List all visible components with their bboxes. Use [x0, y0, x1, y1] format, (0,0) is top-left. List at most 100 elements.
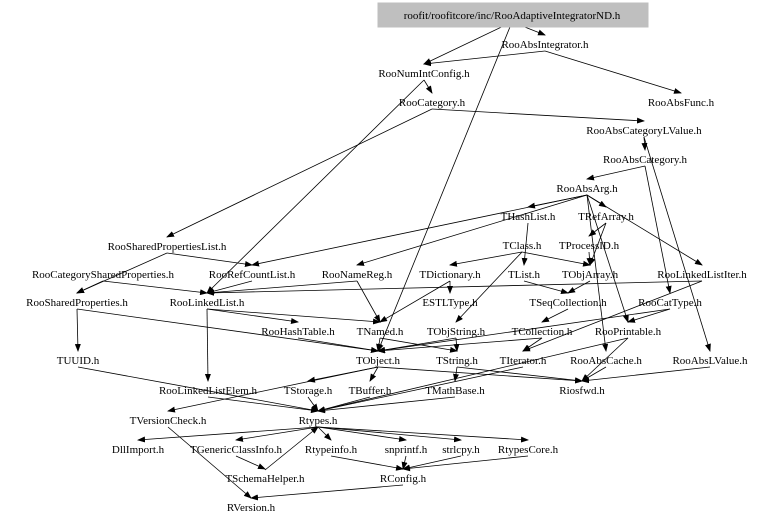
edge-RooPrintable-to-Riosfwd	[581, 337, 629, 382]
node-strlcpy[interactable]: strlcpy.h	[442, 444, 480, 456]
node-TObject[interactable]: TObject.h	[356, 355, 401, 367]
nodes: roofit/roofitcore/inc/RooAdaptiveIntegra…	[26, 10, 748, 514]
node-TVersionCheck[interactable]: TVersionCheck.h	[130, 415, 207, 427]
node-RooAbsIntegrator[interactable]: RooAbsIntegrator.h	[501, 39, 589, 51]
node-RooNameReg[interactable]: RooNameReg.h	[322, 269, 393, 281]
edge-TString-to-TMathBase	[453, 366, 459, 382]
edge-RooAbsCategoryLValue-to-RooAbsLValue	[643, 136, 711, 352]
node-ESTLType[interactable]: ESTLType.h	[422, 297, 478, 309]
node-RooSharedPropertiesList[interactable]: RooSharedPropertiesList.h	[108, 241, 227, 253]
node-RooAbsCategory[interactable]: RooAbsCategory.h	[603, 154, 687, 166]
edge-RConfig-to-RVersion	[250, 484, 404, 501]
node-RooAbsCategoryLValue[interactable]: RooAbsCategoryLValue.h	[586, 125, 702, 137]
node-DllImport[interactable]: DllImport.h	[112, 444, 165, 456]
edge-root-to-TObject	[377, 21, 513, 352]
node-Rtypes[interactable]: Rtypes.h	[299, 415, 338, 427]
node-THashList[interactable]: THashList.h	[501, 211, 556, 223]
edge-TUUID-to-Rtypes	[77, 366, 319, 413]
edge-TMathBase-to-Rtypes	[317, 396, 456, 414]
edge-TIterator-to-Rtypes	[317, 366, 524, 413]
edge-Rtypes-to-TGenericClassInfo	[235, 426, 319, 442]
edge-TObject-to-TVersionCheck	[167, 366, 379, 413]
node-Riosfwd[interactable]: Riosfwd.h	[559, 385, 605, 397]
node-Rtypeinfo[interactable]: Rtypeinfo.h	[305, 444, 358, 456]
node-TSchemaHelper[interactable]: TSchemaHelper.h	[225, 473, 305, 485]
edge-TBuffer-to-Rtypes	[317, 396, 371, 413]
node-TClass[interactable]: TClass.h	[503, 240, 542, 252]
node-RooAbsFunc[interactable]: RooAbsFunc.h	[648, 97, 715, 109]
edge-RooLinkedListElem-to-Rtypes	[207, 396, 319, 414]
edge-TRefArray-to-TProcessID	[588, 222, 607, 237]
edge-RooAbsArg-to-RooRefCountList	[251, 194, 588, 267]
node-TNamed[interactable]: TNamed.h	[357, 326, 404, 338]
node-TBuffer[interactable]: TBuffer.h	[349, 385, 392, 397]
edge-RooAbsArg-to-RooNameReg	[356, 194, 588, 266]
edge-TList-to-TSeqCollection	[523, 280, 569, 295]
edge-RooCategorySharedProperties-to-RooLinkedList	[102, 280, 208, 296]
node-RooRefCountList[interactable]: RooRefCountList.h	[209, 269, 296, 281]
node-TGenericClassInfo[interactable]: TGenericClassInfo.h	[190, 444, 282, 456]
node-TStorage[interactable]: TStorage.h	[284, 385, 333, 397]
node-TObjArray[interactable]: TObjArray.h	[562, 269, 619, 281]
node-RConfig[interactable]: RConfig.h	[380, 473, 427, 485]
edge-RooLinkedListIter-to-RooLinkedList	[206, 280, 703, 296]
edge-Rtypes-to-RtypesCore	[317, 426, 529, 443]
edge-RooCategory-to-RooSharedPropertiesList	[166, 108, 433, 238]
node-snprintf[interactable]: snprintf.h	[385, 444, 428, 456]
node-TRefArray[interactable]: TRefArray.h	[578, 211, 634, 223]
edge-RooHashTable-to-TObject	[297, 337, 379, 353]
edge-TClass-to-TObjString	[455, 251, 523, 323]
edge-RooNumIntConfig-to-RooLinkedList	[206, 79, 425, 294]
node-TCollection[interactable]: TCollection.h	[512, 326, 573, 338]
edge-RooLinkedListIter-to-TIterator	[522, 280, 703, 352]
node-RooCategory[interactable]: RooCategory.h	[399, 97, 466, 109]
node-RooCatType[interactable]: RooCatType.h	[638, 297, 702, 309]
node-TObjString[interactable]: TObjString.h	[427, 326, 486, 338]
node-RVersion[interactable]: RVersion.h	[227, 502, 276, 514]
node-RooHashTable[interactable]: RooHashTable.h	[261, 326, 335, 338]
edge-RooSharedProperties-to-TUUID	[74, 308, 81, 352]
node-RooSharedProperties[interactable]: RooSharedProperties.h	[26, 297, 128, 309]
edge-TObjArray-to-TSeqCollection	[567, 280, 591, 294]
node-RooNumIntConfig[interactable]: RooNumIntConfig.h	[378, 68, 470, 80]
node-root[interactable]: roofit/roofitcore/inc/RooAdaptiveIntegra…	[404, 10, 621, 22]
edge-RooAbsArg-to-RooAbsCache	[586, 194, 609, 352]
node-TString[interactable]: TString.h	[436, 355, 478, 367]
node-TMathBase[interactable]: TMathBase.h	[425, 385, 485, 397]
node-TUUID[interactable]: TUUID.h	[57, 355, 100, 367]
node-TIterator[interactable]: TIterator.h	[500, 355, 547, 367]
edge-RooCatType-to-TObject	[377, 308, 671, 353]
edge-TProcessID-to-TObjArray	[586, 251, 593, 266]
node-TList[interactable]: TList.h	[508, 269, 541, 281]
node-RtypesCore[interactable]: RtypesCore.h	[498, 444, 559, 456]
edge-snprintf-to-RConfig	[401, 455, 408, 470]
edge-TObjString-to-TObject	[377, 337, 457, 353]
node-TProcessID[interactable]: TProcessID.h	[559, 240, 620, 252]
edge-RooNumIntConfig-to-RooCategory	[423, 79, 433, 94]
node-RooCategorySharedProperties[interactable]: RooCategorySharedProperties.h	[32, 269, 175, 281]
node-RooLinkedListElem[interactable]: RooLinkedListElem.h	[159, 385, 258, 397]
edge-RooPrintable-to-Rtypes	[317, 337, 629, 413]
node-RooLinkedListIter[interactable]: RooLinkedListIter.h	[657, 269, 747, 281]
node-TDictionary[interactable]: TDictionary.h	[419, 269, 481, 281]
node-RooPrintable[interactable]: RooPrintable.h	[595, 326, 662, 338]
edge-RooAbsIntegrator-to-RooNumIntConfig	[423, 50, 546, 67]
edge-TCollection-to-TIterator	[522, 337, 543, 352]
edges	[74, 21, 711, 501]
edge-RooAbsCategory-to-RooCatType	[644, 165, 672, 294]
edge-RooAbsCategory-to-RooAbsArg	[586, 165, 646, 181]
node-RooAbsArg[interactable]: RooAbsArg.h	[556, 183, 618, 195]
edge-RooLinkedList-to-TNamed	[206, 308, 381, 325]
node-RooAbsLValue[interactable]: RooAbsLValue.h	[672, 355, 748, 367]
edge-THashList-to-TList	[521, 222, 529, 266]
node-RooLinkedList[interactable]: RooLinkedList.h	[170, 297, 245, 309]
edge-RooSharedProperties-to-TObject	[76, 308, 379, 354]
edge-TSeqCollection-to-TCollection	[541, 308, 569, 323]
edge-TClass-to-TDictionary	[449, 251, 523, 267]
node-TSeqCollection[interactable]: TSeqCollection.h	[529, 297, 607, 309]
edge-TSchemaHelper-to-Rtypes	[264, 426, 319, 471]
node-RooAbsCache[interactable]: RooAbsCache.h	[570, 355, 642, 367]
edge-RooCatType-to-RooPrintable	[627, 308, 671, 323]
edge-TString-to-Riosfwd	[456, 366, 583, 384]
